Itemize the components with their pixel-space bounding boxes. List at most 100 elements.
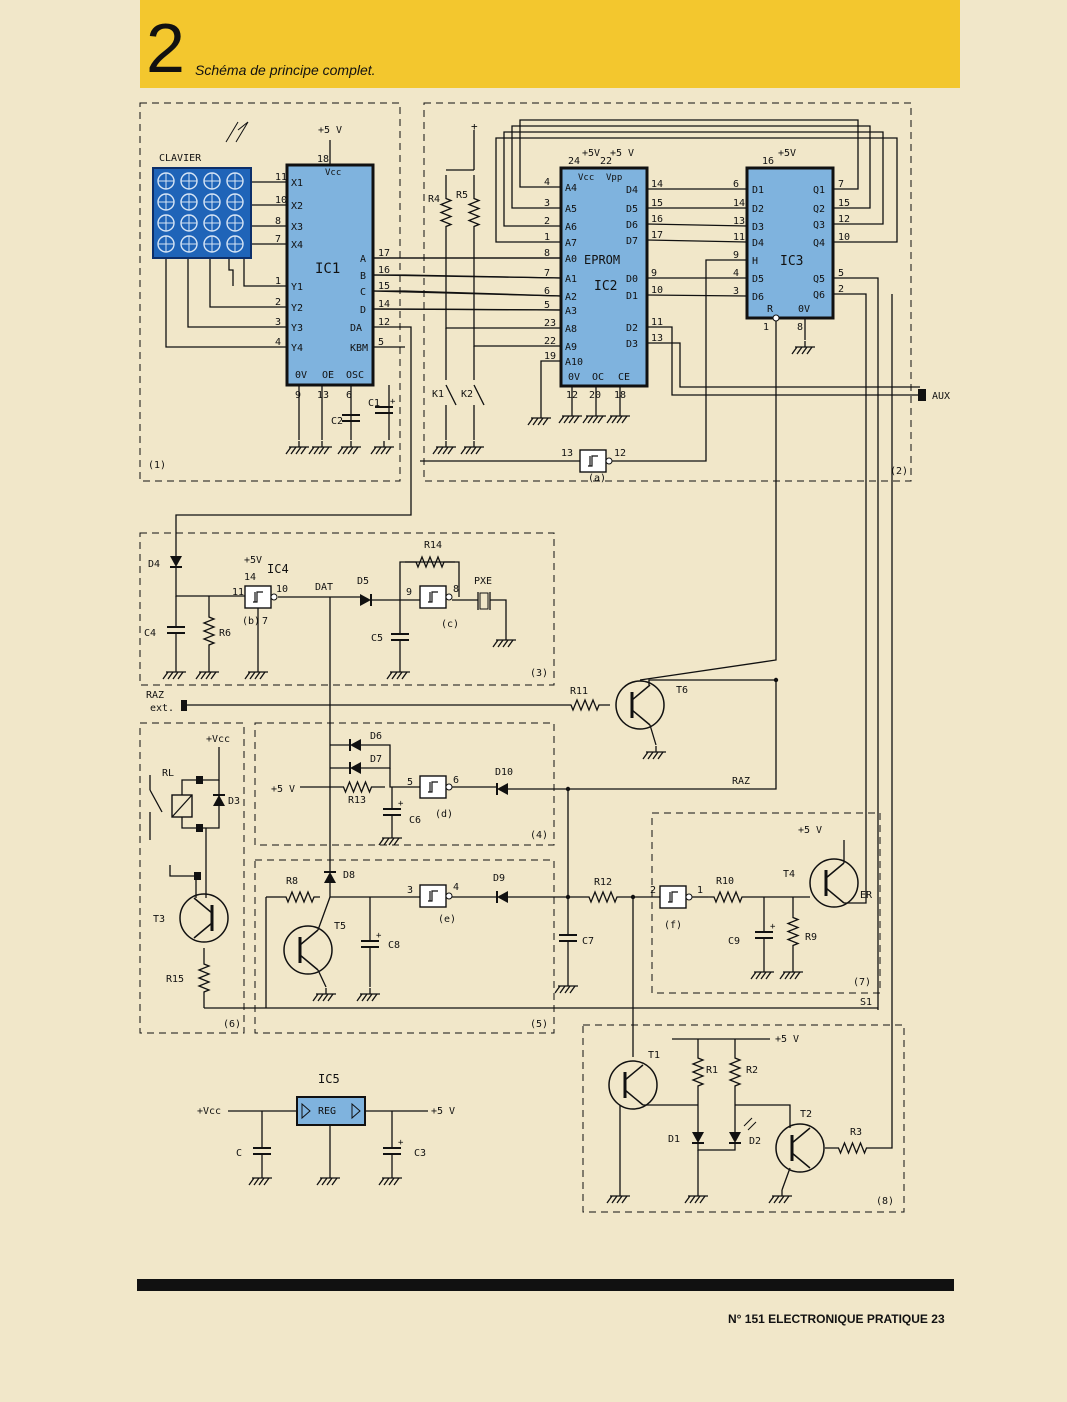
resistor-zigzag: [405, 555, 455, 569]
er-label: ER: [860, 890, 873, 901]
aux-terminal: [918, 389, 926, 401]
ic2-pin-label: A3: [565, 306, 577, 317]
ground-symbol: [642, 746, 666, 760]
supply-label: +5 V: [775, 1034, 799, 1045]
resistor-r12: [584, 890, 622, 904]
ground-hatch: [569, 985, 576, 994]
ground-symbol: [195, 666, 219, 680]
gate-c: [419, 585, 453, 609]
transistor-collector: [193, 897, 213, 914]
ic3-pin-number: 4: [733, 268, 739, 279]
resistor-r1: [691, 1039, 705, 1105]
ic2-pin-number: 13: [651, 333, 663, 344]
gate-label: (d): [435, 809, 453, 820]
ground-hatch: [383, 837, 390, 846]
ground-hatch: [684, 1195, 691, 1204]
ic2-pin-number: 4: [544, 177, 550, 188]
ic1-body: [285, 163, 375, 387]
ground-hatch: [177, 671, 184, 680]
resistor-r13: [330, 780, 385, 794]
transistor-collector: [299, 929, 319, 946]
page-footer: N° 151 ELECTRONIQUE PRATIQUE 23: [728, 1312, 945, 1326]
diode-body: [729, 1132, 741, 1143]
ground-symbol: [386, 666, 410, 680]
ground-hatch: [172, 671, 179, 680]
ic1-pin-label: A: [360, 254, 366, 265]
ic2-pin-label: D5: [626, 204, 638, 215]
ic3-body: [745, 166, 835, 320]
resistor-zigzag: [786, 897, 800, 966]
ground-hatch: [558, 415, 565, 424]
ground-hatch: [323, 446, 330, 455]
wire: [648, 679, 776, 685]
ic1-pin-label: Y2: [291, 303, 303, 314]
ground-hatch: [162, 671, 169, 680]
ic1-pin-number: 6: [346, 390, 352, 401]
capacitor-label: C7: [582, 936, 594, 947]
led-light-icon: [743, 1117, 757, 1131]
ic2-pin-number: 5: [544, 300, 550, 311]
ground-symbol: [337, 441, 361, 455]
transistor-emitter: [631, 709, 651, 726]
wire: [646, 223, 748, 227]
ic5-regulator-body: [296, 1096, 366, 1126]
ic2-pin-number: 14: [651, 179, 663, 190]
ground-symbol: [285, 441, 309, 455]
ground-symbol: [684, 1190, 708, 1204]
aux-label: AUX: [932, 391, 950, 402]
resistor-zigzag: [197, 948, 211, 1008]
ic1-pin-label: OE: [322, 370, 334, 381]
ground-symbol: [779, 966, 803, 980]
ground-hatch: [254, 671, 261, 680]
wire: [495, 137, 898, 243]
capacitor-c2: [342, 414, 360, 422]
ic3-pin-number: 11: [733, 232, 745, 243]
relay-label: RL: [162, 768, 174, 779]
transistor-t6: [615, 680, 665, 730]
ground-hatch: [285, 446, 292, 455]
wire: [647, 342, 920, 388]
transistor-envelope: [179, 893, 229, 943]
ic3-pin-number: 8: [797, 322, 803, 333]
ic1-pin-label: Y4: [291, 343, 303, 354]
ic2-pin-label: D0: [626, 274, 638, 285]
ground-hatch: [263, 1177, 270, 1186]
ground-hatch: [768, 1195, 775, 1204]
wire: [171, 794, 193, 818]
resistor-zigzag: [560, 698, 610, 712]
ic1-pin-label: B: [360, 271, 366, 282]
ground-hatch: [621, 1195, 628, 1204]
ic3-pin-number: 12: [838, 214, 850, 225]
diode-d8: [324, 871, 336, 883]
ic3-pin-label: Q1: [813, 185, 825, 196]
diode-d3: [213, 794, 225, 806]
ground-symbol: [248, 1172, 272, 1186]
ic1-pin-label: Y3: [291, 323, 303, 334]
gate-pin-number: 6: [453, 775, 459, 786]
ground-hatch: [587, 415, 594, 424]
ground-hatch: [200, 671, 207, 680]
gate-pin-number: 4: [453, 882, 459, 893]
ic2-pin-number: 11: [651, 317, 663, 328]
diode-body: [170, 556, 182, 567]
ground-hatch: [750, 971, 757, 980]
gate-e: [419, 884, 453, 908]
ground-symbol: [554, 980, 578, 994]
resistor-label: R2: [746, 1065, 758, 1076]
ground-hatch: [388, 1177, 395, 1186]
ground-hatch: [313, 446, 320, 455]
ic1-pin-label: KBM: [350, 343, 368, 354]
ground-hatch: [249, 671, 256, 680]
ic2-pin-number: 9: [651, 268, 657, 279]
relay-coil: [171, 794, 193, 818]
diode-label: D3: [228, 796, 240, 807]
ground-hatch: [801, 346, 808, 355]
ground-hatch: [366, 993, 373, 1002]
transistor-emitter: [825, 887, 845, 904]
ground-hatch: [559, 985, 566, 994]
gate-pin-number: 3: [407, 885, 413, 896]
block-4-outline: [254, 722, 555, 846]
wire: [389, 768, 420, 788]
diode-d6: [349, 739, 361, 751]
